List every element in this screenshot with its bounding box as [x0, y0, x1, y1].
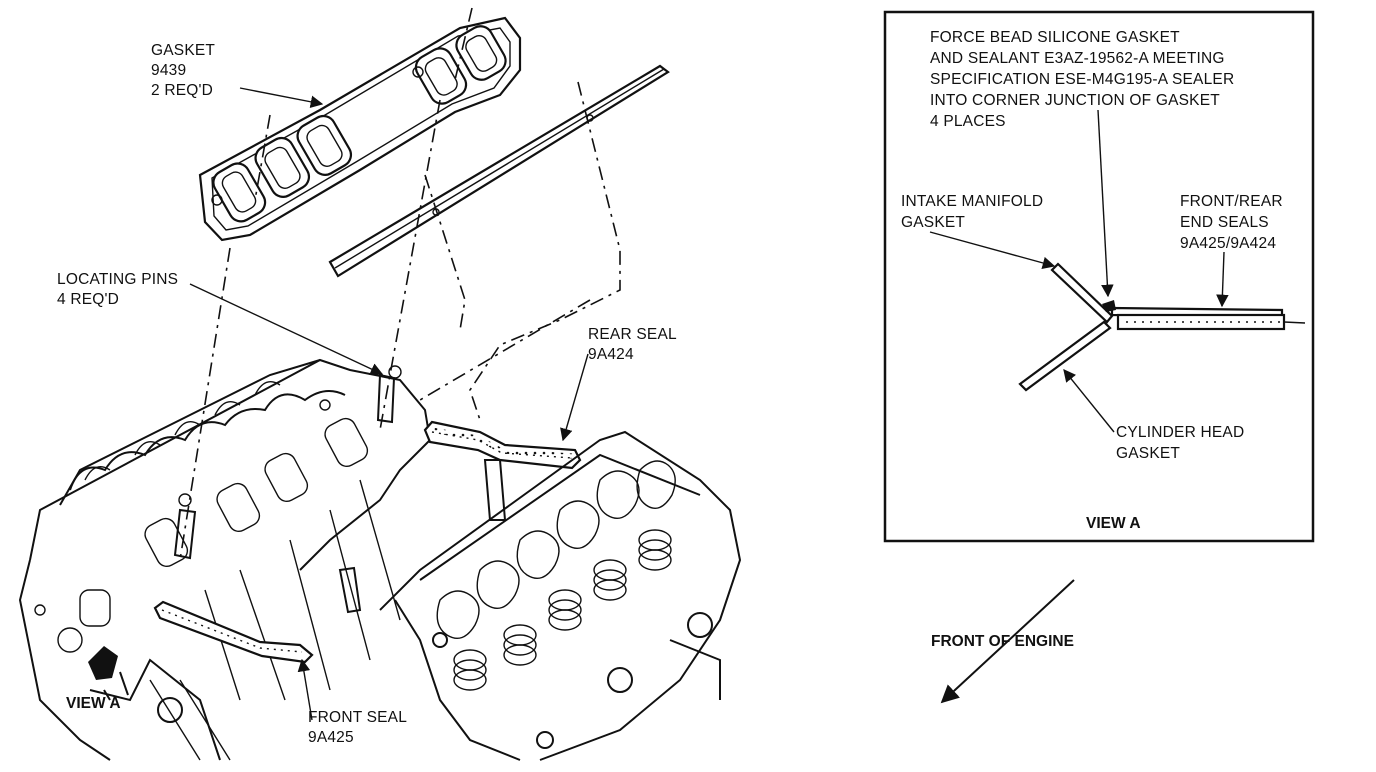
front-of-engine-label: FRONT OF ENGINE [931, 633, 1074, 650]
locating-pins-label-line1: LOCATING PINS [57, 271, 178, 288]
end-seals-label-line1: FRONT/REAR [1180, 193, 1283, 210]
sealer-note-line5: 4 PLACES [930, 113, 1006, 130]
locating-pins-label-line2: 4 REQ'D [57, 291, 119, 308]
sealer-note-line4: INTO CORNER JUNCTION OF GASKET [930, 92, 1220, 109]
intake-gasket-part [198, 16, 522, 242]
direction-arrow-icon [940, 579, 1075, 704]
sealer-note-line1: FORCE BEAD SILICONE GASKET [930, 29, 1180, 46]
gasket-label-line2: 9439 [151, 62, 186, 79]
engine-block-illustration [18, 7, 742, 761]
view-a-callout-label: VIEW A [66, 695, 121, 712]
sealer-bead [1102, 300, 1116, 312]
view-a-marker [88, 646, 129, 701]
cylinder-head-gasket-label-line1: CYLINDER HEAD [1116, 424, 1244, 441]
rear-seal-label-line2: 9A424 [588, 346, 634, 363]
gasket-label-line1: GASKET [151, 42, 215, 59]
front-seal-label-line1: FRONT SEAL [308, 709, 407, 726]
inset-frame [883, 10, 1315, 543]
gasket-label-line3: 2 REQ'D [151, 82, 213, 99]
front-seal-label-line2: 9A425 [308, 729, 354, 746]
end-seals-label-line3: 9A425/9A424 [1180, 235, 1276, 252]
sealer-note-line3: SPECIFICATION ESE-M4G195-A SEALER [930, 71, 1234, 88]
inset-caption: VIEW A [1086, 515, 1141, 532]
gasket-junction-section [1018, 262, 1306, 392]
rear-seal-part [423, 420, 582, 470]
intake-manifold-gasket-label-line2: GASKET [901, 214, 965, 231]
rear-seal-label-line1: REAR SEAL [588, 326, 677, 343]
intake-manifold-gasket-label-line1: INTAKE MANIFOLD [901, 193, 1043, 210]
cylinder-head [18, 358, 507, 761]
end-seals-label-line2: END SEALS [1180, 214, 1269, 231]
view-a-inset: FORCE BEAD SILICONE GASKET AND SEALANT E… [883, 10, 1315, 543]
manifold-rail-strip [328, 64, 670, 278]
cylinder-head-gasket-label-line2: GASKET [1116, 445, 1180, 462]
right-cylinder-head [157, 430, 742, 761]
front-seal-part [153, 600, 314, 664]
sealer-note-line2: AND SEALANT E3AZ-19562-A MEETING [930, 50, 1225, 67]
engine-callout-leaders [189, 87, 589, 721]
